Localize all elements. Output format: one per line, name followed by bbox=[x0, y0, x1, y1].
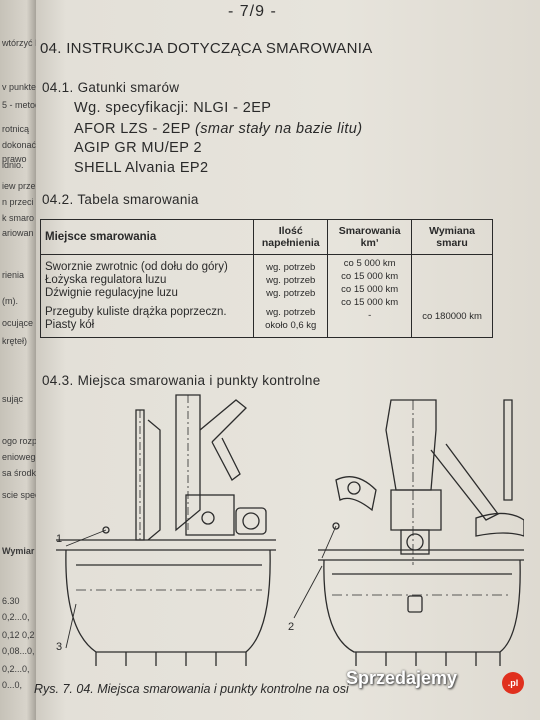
left-page-fragment: ocujące bbox=[2, 318, 34, 328]
afor-note: (smar stały na bazie litu) bbox=[194, 121, 363, 137]
points-heading: 04.3. Miejsca smarowania i punkty kontro… bbox=[42, 373, 321, 388]
shell-line: SHELL Alvania EP2 bbox=[74, 160, 209, 176]
axle-technical-drawing: 1 2 3 bbox=[56, 394, 524, 666]
left-page-fragment: sując bbox=[2, 394, 24, 404]
header-interval-mark: ʼ bbox=[375, 237, 379, 249]
header-amount: Ilość napełnienia bbox=[253, 219, 329, 255]
places-cell: Sworznie zwrotnic (od dołu do góry) Łoży… bbox=[39, 254, 255, 338]
left-page-fragment: 5 - metod bbox=[2, 100, 38, 110]
left-page-fragment: eniowego bbox=[2, 452, 38, 462]
amount-item: około 0,6 kg bbox=[265, 319, 317, 331]
place-item: Dźwignie regulacyjne luzu bbox=[45, 286, 178, 299]
lubrication-table: Miejsce smarowania Ilość napełnienia Sma… bbox=[39, 219, 493, 338]
left-page-fragment: rienia bbox=[2, 270, 25, 280]
left-page-fragment: kręteł) bbox=[2, 336, 28, 346]
replacement-item: co 180000 km bbox=[422, 311, 482, 322]
place-item: Przeguby kuliste drążka poprzeczn. bbox=[45, 305, 227, 318]
left-page-fragment: rotnicą bbox=[2, 124, 30, 134]
place-item: Sworznie zwrotnic (od dołu do góry) bbox=[45, 260, 228, 273]
grades-heading: 04.1. Gatunki smarów bbox=[42, 80, 180, 95]
place-item: Piasty kół bbox=[45, 318, 95, 331]
left-page-fragment: v punkter bbox=[2, 82, 38, 92]
table-body: Sworznie zwrotnic (od dołu do góry) Łoży… bbox=[39, 254, 493, 338]
interval-item: co 15 000 km bbox=[341, 284, 399, 295]
afor-line: AFOR LZS - 2EP (smar stały na bazie litu… bbox=[74, 121, 363, 137]
manual-page bbox=[36, 0, 540, 720]
amount-item: wg. potrzeb bbox=[266, 274, 316, 286]
left-page-fragment: 6.30 bbox=[2, 596, 20, 606]
amount-item: wg. potrzeb bbox=[266, 306, 316, 318]
left-page-fragment: wtórzyć I bbox=[2, 38, 38, 48]
place-item: Łożyska regulatora luzu bbox=[45, 273, 167, 286]
previous-page-edge: wtórzyć I v punkter 5 - metod rotnicą do… bbox=[0, 0, 38, 720]
header-interval: Smarowania kmʼ bbox=[327, 219, 413, 255]
interval-item: co 15 000 km bbox=[341, 297, 399, 308]
table-header-row: Miejsce smarowania Ilość napełnienia Sma… bbox=[39, 219, 493, 255]
left-page-fragment: 0...0, bbox=[2, 680, 23, 690]
watermark-logo: Sprzedajemy bbox=[346, 668, 458, 688]
agip-line: AGIP GR MU/EP 2 bbox=[74, 140, 202, 156]
side-view-drawing bbox=[56, 394, 276, 666]
left-page-fragment: idnio. bbox=[2, 160, 24, 170]
header-replacement: Wymiana smaru bbox=[411, 219, 493, 255]
replacement-cell: co 180000 km bbox=[411, 254, 493, 338]
afor-grade: AFOR LZS - 2EP bbox=[74, 121, 191, 137]
left-page-fragment: Wymiar bbox=[2, 546, 35, 556]
figure-caption: Rys. 7. 04. Miejsca smarowania i punkty … bbox=[34, 682, 349, 696]
watermark-badge: .pl bbox=[502, 672, 524, 694]
left-page-fragment: 0,08...0, bbox=[2, 646, 35, 656]
left-page-fragment: iew prze bbox=[2, 181, 36, 191]
left-page-fragment: ogo rozpie bbox=[2, 436, 38, 446]
left-page-fragment: (m). bbox=[2, 296, 18, 306]
left-page-fragment: 0,12 0,2 bbox=[2, 630, 35, 640]
callout-label-2: 2 bbox=[288, 621, 294, 633]
table-heading: 04.2. Tabela smarowania bbox=[42, 192, 199, 207]
section-title: 04. INSTRUKCJA DOTYCZĄCA SMAROWANIA bbox=[40, 40, 373, 57]
left-page-fragment: n przeci bbox=[2, 197, 34, 207]
left-page-fragment: dokonać bbox=[2, 140, 37, 150]
left-page-fragment: scie specja bbox=[2, 490, 38, 500]
callout-label-1: 1 bbox=[56, 533, 62, 545]
interval-item: co 15 000 km bbox=[341, 271, 399, 282]
amount-item: wg. potrzeb bbox=[266, 287, 316, 299]
left-page-fragment: k smaro bbox=[2, 213, 35, 223]
front-view-drawing bbox=[293, 399, 524, 666]
amounts-cell: wg. potrzeb wg. potrzeb wg. potrzeb wg. … bbox=[253, 254, 329, 338]
left-page-fragment: prawo bbox=[2, 154, 27, 164]
interval-item: - bbox=[368, 310, 372, 321]
left-page-fragment: sa środk bbox=[2, 468, 37, 478]
left-page-fragment: ariowan bbox=[2, 228, 34, 238]
page-number: - 7/9 - bbox=[228, 3, 277, 20]
left-page-fragment: 0,2...0, bbox=[2, 612, 30, 622]
amount-item: wg. potrzeb bbox=[266, 261, 316, 273]
left-page-fragment: 0,2...0, bbox=[2, 664, 30, 674]
spec-line: Wg. specyfikacji: NLGI - 2EP bbox=[74, 100, 272, 116]
header-place: Miejsce smarowania bbox=[39, 219, 255, 255]
callout-label-3: 3 bbox=[56, 641, 62, 653]
header-interval-text: Smarowania km bbox=[338, 225, 401, 249]
intervals-cell: co 5 000 km co 15 000 km co 15 000 km co… bbox=[327, 254, 413, 338]
interval-item: co 5 000 km bbox=[343, 258, 396, 269]
